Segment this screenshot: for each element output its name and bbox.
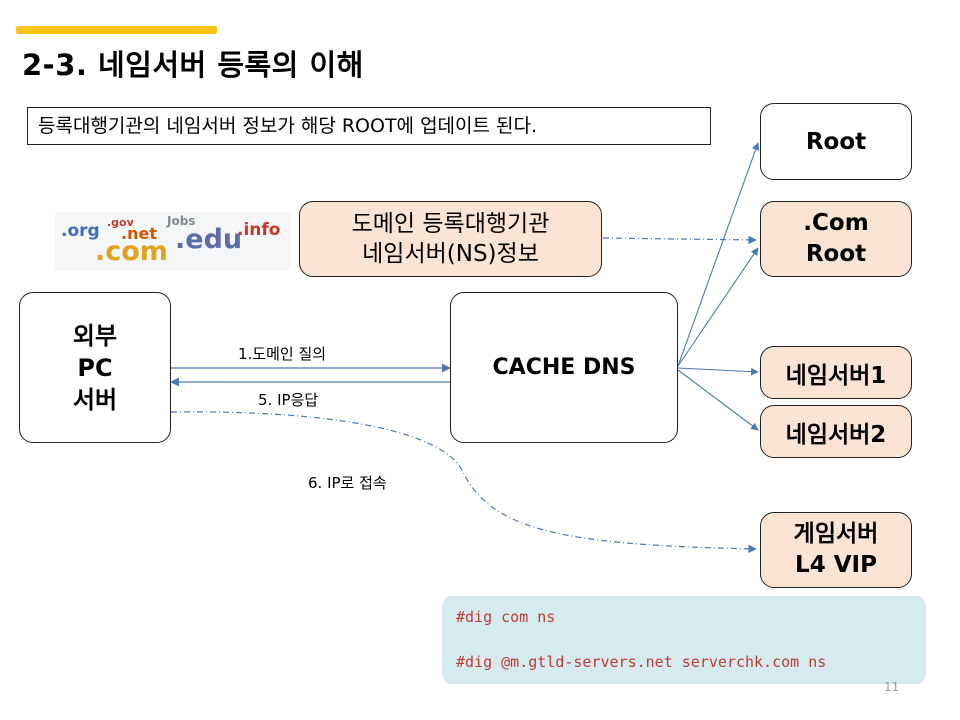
logo-word-info: .info xyxy=(237,220,281,240)
game-server-vip-box: 게임서버 L4 VIP xyxy=(760,512,912,588)
arrow-to-root xyxy=(677,142,760,367)
dig-command-2: #dig @m.gtld-servers.net serverchk.com n… xyxy=(456,653,827,671)
client-line1: 외부 xyxy=(72,321,118,350)
com-root-line1: .Com xyxy=(803,210,869,236)
root-box: Root xyxy=(760,103,912,180)
client-line2: PC xyxy=(77,353,113,382)
nameserver-1-box: 네임서버1 xyxy=(760,346,912,399)
arrow-registrar-to-com-root xyxy=(602,235,757,245)
title-accent-bar xyxy=(16,26,217,34)
page-number: 11 xyxy=(884,680,900,694)
dig-command-1: #dig com ns xyxy=(456,608,556,626)
slide-title: 2-3. 네임서버 등록의 이해 xyxy=(22,48,364,82)
registrar-ns-info-box: 도메인 등록대행기관 네임서버(NS)정보 xyxy=(299,201,602,277)
arrow-to-ns1 xyxy=(677,367,759,376)
dig-command-panel: #dig com ns #dig @m.gtld-servers.net ser… xyxy=(442,596,926,684)
logo-word-net: .net xyxy=(121,224,157,243)
registrar-ns-line2: 네임서버(NS)정보 xyxy=(362,241,539,267)
arrow-to-ns2 xyxy=(677,369,759,431)
arrow-to-com-root xyxy=(677,247,759,367)
com-root-line2: Root xyxy=(805,241,867,267)
ns2-label: 네임서버2 xyxy=(785,421,887,448)
game-vip-line2: L4 VIP xyxy=(795,552,877,578)
registrar-ns-line1: 도메인 등록대행기관 xyxy=(351,211,550,237)
client-line3: 서버 xyxy=(72,385,118,414)
logo-word-gov: .gov xyxy=(107,216,134,229)
ns1-label: 네임서버1 xyxy=(785,362,887,389)
edge-label-connect: 6. IP로 접속 xyxy=(308,474,387,492)
edge-label-query: 1.도메인 질의 xyxy=(238,345,327,363)
edge-label-reply: 5. IP응답 xyxy=(258,391,319,409)
cache-dns-label: CACHE DNS xyxy=(492,355,636,380)
cache-dns-box: CACHE DNS xyxy=(450,292,678,443)
game-vip-line1: 게임서버 xyxy=(793,521,879,547)
nameserver-2-box: 네임서버2 xyxy=(760,405,912,458)
arrow-connect xyxy=(170,411,757,554)
domain-extensions-logo: .org .gov .net Jobs .edu .info .com xyxy=(55,212,291,270)
logo-word-org: .org xyxy=(61,221,100,241)
logo-word-jobs: Jobs xyxy=(167,214,196,228)
note-box: 등록대행기관의 네임서버 정보가 해당 ROOT에 업데이트 된다. xyxy=(27,107,711,145)
logo-word-edu: .edu xyxy=(175,224,243,255)
com-root-box: .Com Root xyxy=(760,201,912,277)
root-label: Root xyxy=(805,128,867,155)
logo-word-com: .com xyxy=(95,236,168,267)
external-pc-server-box: 외부 PC 서버 xyxy=(19,292,171,443)
